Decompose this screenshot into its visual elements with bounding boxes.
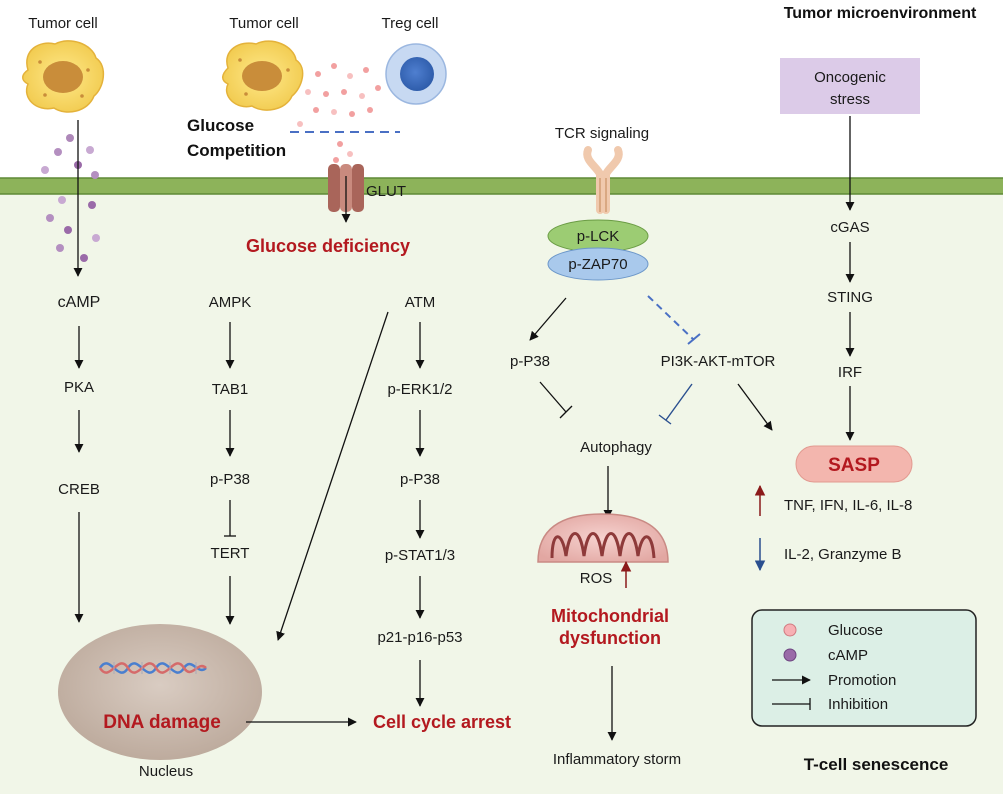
glucose-dots xyxy=(297,63,381,163)
tert-label: TERT xyxy=(211,545,250,562)
tcr-pp38-label: p-P38 xyxy=(510,353,550,370)
pzap70-label: p-ZAP70 xyxy=(568,256,627,273)
creb-label: CREB xyxy=(58,481,100,498)
legend-glucose-label: Glucose xyxy=(828,622,883,639)
tumor-microenvironment-label: Tumor microenvironment xyxy=(784,5,977,22)
legend-camp-swatch xyxy=(783,648,797,662)
legend-promotion-label: Promotion xyxy=(828,672,896,689)
pzap70-node xyxy=(547,247,649,281)
autophagy-label: Autophagy xyxy=(580,439,652,456)
atm-pp38-label: p-P38 xyxy=(400,471,440,488)
cell-cycle-arrest-label: Cell cycle arrest xyxy=(373,712,511,732)
perk-label: p-ERK1/2 xyxy=(387,381,452,398)
glut-label: GLUT xyxy=(366,183,406,200)
ampk-pp38-label: p-P38 xyxy=(210,471,250,488)
nucleus-label: Nucleus xyxy=(139,763,193,780)
sasp-node xyxy=(795,445,913,483)
glucose-competition-label-1: Glucose xyxy=(187,116,254,135)
ampk-label: AMPK xyxy=(209,294,252,311)
camp-dots xyxy=(41,134,100,262)
cgas-label: cGAS xyxy=(830,219,869,236)
cell-membrane xyxy=(0,178,1003,194)
nucleus-icon xyxy=(58,624,262,760)
mito-dysfunction-label-1: Mitochondrial xyxy=(551,606,669,626)
tab1-label: TAB1 xyxy=(212,381,248,398)
glut-transporter-icon xyxy=(328,164,364,212)
pka-label: PKA xyxy=(64,379,94,396)
tcr-receptor-icon xyxy=(583,146,623,214)
legend-glucose-swatch xyxy=(783,623,797,637)
mitochondrion-icon xyxy=(537,513,669,563)
t-cell-senescence-label: T-cell senescence xyxy=(804,755,949,774)
tumor-cell-mid-icon xyxy=(222,40,304,111)
dna-damage-label: DNA damage xyxy=(103,712,221,733)
oncogenic-stress-label-1: Oncogenic xyxy=(814,69,886,86)
glucose-competition-label-2: Competition xyxy=(187,141,286,160)
glucose-deficiency-label: Glucose deficiency xyxy=(246,236,410,256)
legend xyxy=(751,609,977,727)
sasp-label: SASP xyxy=(828,455,880,476)
treg-cell-icon xyxy=(385,43,447,105)
oncogenic-stress-label-2: stress xyxy=(830,91,870,108)
treg-cell-label: Treg cell xyxy=(382,15,439,32)
p21-label: p21-p16-p53 xyxy=(377,629,462,646)
oncogenic-stress-box xyxy=(780,58,920,114)
camp-label: cAMP xyxy=(58,294,101,311)
plck-label: p-LCK xyxy=(577,228,620,245)
inflammatory-storm-label: Inflammatory storm xyxy=(553,751,681,768)
tumor-cell-left-icon xyxy=(22,40,105,113)
tumor-cell-left-label: Tumor cell xyxy=(28,15,97,32)
legend-camp-label: cAMP xyxy=(828,647,868,664)
mito-dysfunction-label-2: dysfunction xyxy=(559,628,661,648)
sasp-down-label: IL-2, Granzyme B xyxy=(784,546,902,563)
ros-label: ROS xyxy=(580,570,613,587)
irf-label: IRF xyxy=(838,364,862,381)
tcr-signaling-label: TCR signaling xyxy=(555,125,649,142)
sting-label: STING xyxy=(827,289,873,306)
pi3k-label: PI3K-AKT-mTOR xyxy=(661,353,776,370)
legend-inhibition-label: Inhibition xyxy=(828,696,888,713)
sasp-up-label: TNF, IFN, IL-6, IL-8 xyxy=(784,497,912,514)
atm-label: ATM xyxy=(405,294,436,311)
pstat-label: p-STAT1/3 xyxy=(385,547,455,564)
tumor-cell-mid-label: Tumor cell xyxy=(229,15,298,32)
